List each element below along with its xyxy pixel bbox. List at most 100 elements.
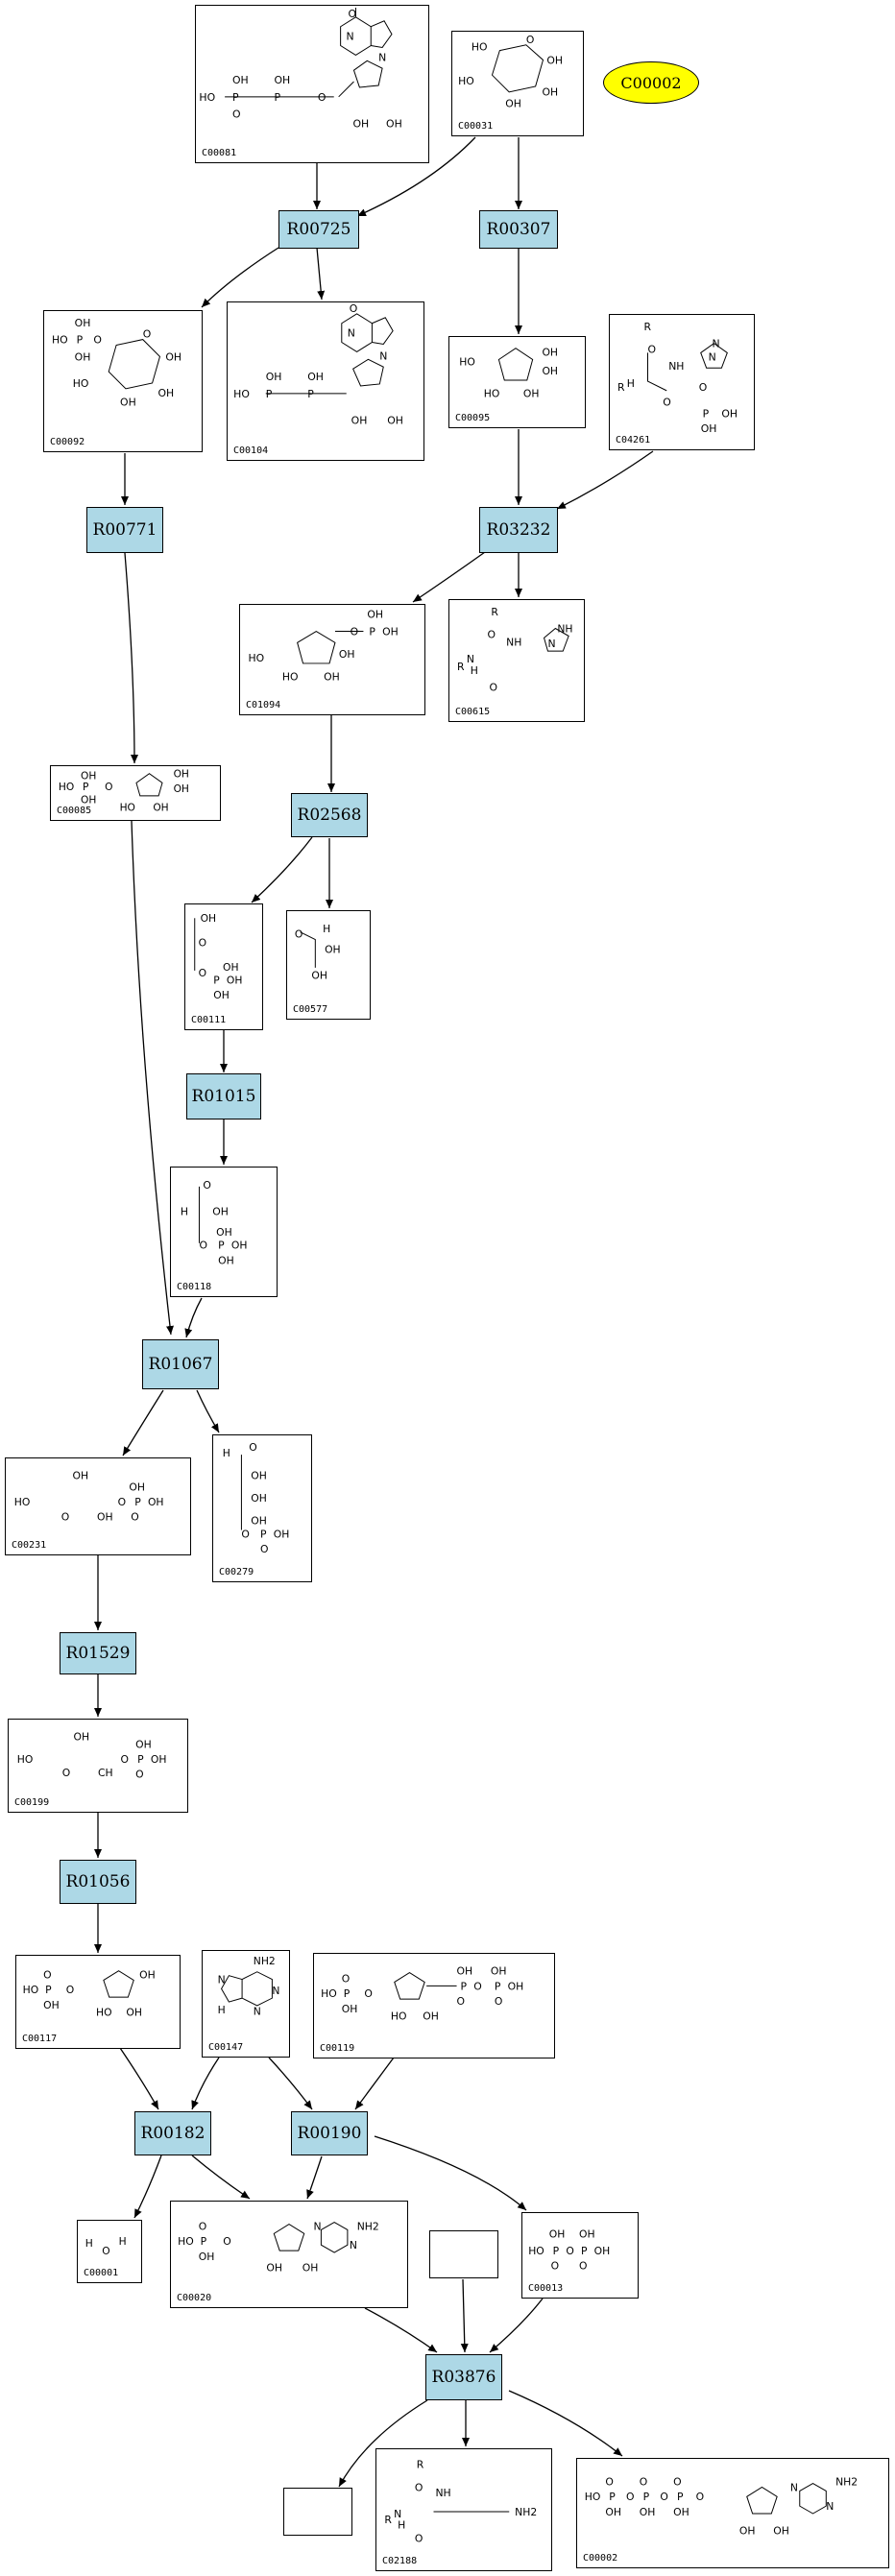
svg-text:O: O: [364, 1987, 373, 2000]
svg-text:H: H: [471, 664, 478, 677]
svg-text:OH: OH: [367, 609, 383, 621]
svg-text:H: H: [627, 377, 635, 390]
reaction-r01529[interactable]: R01529: [60, 1632, 136, 1674]
reaction-r00771[interactable]: R00771: [86, 507, 163, 553]
compound-c01094[interactable]: P OH OH O OH HO HO OH C01094: [239, 604, 425, 715]
reaction-r00725[interactable]: R00725: [278, 210, 359, 249]
svg-text:P: P: [218, 1240, 225, 1252]
compound-c00085[interactable]: HO P OH OH O OH OH HO OH C00085: [50, 765, 221, 821]
compound-c00013[interactable]: HO P OH O P OH OH O O C00013: [521, 2212, 639, 2299]
svg-text:NH2: NH2: [515, 2506, 537, 2518]
svg-text:R: R: [644, 321, 652, 333]
molecule-c00081: N O N HO P OH O P OH O OH OH: [199, 8, 401, 131]
compound-c04261[interactable]: R O NH R H N N O O P OH OH C04261: [609, 314, 755, 450]
compound-c00092[interactable]: HO P OH OH O O OH OH OH HO C00092: [43, 310, 203, 452]
compound-c00020[interactable]: HO P O OH O N NH2 N OH OH C00020: [170, 2201, 408, 2308]
compound-c00031[interactable]: O OH OH OH HO HO C00031: [451, 31, 584, 136]
svg-text:R: R: [491, 606, 498, 618]
compound-c00104[interactable]: O N N HO P OH P OH OH OH C00104: [227, 301, 424, 461]
svg-text:P: P: [45, 1984, 52, 1996]
svg-text:HO: HO: [459, 355, 475, 368]
svg-text:OH: OH: [274, 74, 290, 86]
compound-c00279[interactable]: H O OH OH OH O P OH O C00279: [212, 1434, 312, 1582]
svg-text:OH: OH: [266, 371, 282, 383]
svg-text:O: O: [566, 2245, 573, 2257]
svg-text:OH: OH: [174, 768, 189, 781]
compound-c00199[interactable]: HO O OH CH O P OH OH O C00199: [8, 1719, 188, 1813]
svg-text:O: O: [143, 328, 152, 341]
svg-text:P: P: [274, 91, 280, 104]
svg-text:OH: OH: [43, 1999, 60, 2011]
svg-text:HO: HO: [96, 2007, 112, 2019]
compound-c00147[interactable]: NH2 N N N H C00147: [202, 1950, 290, 2058]
svg-text:HO: HO: [472, 41, 488, 54]
compound-c00095[interactable]: OH OH HO HO OH C00095: [448, 336, 586, 428]
reaction-r01067[interactable]: R01067: [142, 1339, 219, 1389]
reaction-r00190[interactable]: R00190: [291, 2111, 368, 2155]
reaction-r01015[interactable]: R01015: [186, 1073, 261, 1119]
reaction-r03876[interactable]: R03876: [425, 2354, 502, 2400]
compound-c00231[interactable]: HO O OH OH O P OH OH O C00231: [5, 1457, 191, 1555]
compound-c00081[interactable]: N O N HO P OH O P OH O OH OH C00081: [195, 5, 429, 163]
svg-text:R: R: [457, 661, 465, 673]
compound-code: C01094: [246, 700, 281, 710]
svg-text:N: N: [467, 653, 474, 665]
svg-text:OH: OH: [721, 407, 738, 420]
svg-text:OH: OH: [129, 1481, 145, 1493]
reaction-r02568[interactable]: R02568: [291, 793, 368, 837]
svg-text:N: N: [790, 2481, 798, 2493]
svg-text:OH: OH: [218, 1254, 234, 1266]
svg-text:O: O: [351, 625, 359, 638]
svg-text:OH: OH: [549, 2227, 566, 2240]
compound-c00001[interactable]: H O H C00001: [77, 2220, 142, 2283]
svg-text:OH: OH: [382, 625, 399, 638]
compound-c00111[interactable]: OH O OH O P OH OH C00111: [184, 903, 263, 1030]
compound-c00119[interactable]: HO P O OH O P OH O P OH OH O O HO OH C00…: [313, 1953, 555, 2058]
svg-text:P: P: [260, 1528, 267, 1540]
svg-text:H: H: [323, 923, 330, 935]
compound-c00577[interactable]: O H OH OH C00577: [286, 910, 371, 1020]
unlabeled-compound-box-upper[interactable]: [429, 2230, 498, 2278]
reaction-r00307[interactable]: R00307: [479, 210, 558, 249]
svg-text:R: R: [417, 2459, 424, 2471]
compound-c00002[interactable]: HO P O OH O P O OH O P O OH O N NH2 N OH…: [576, 2458, 889, 2568]
svg-text:O: O: [673, 2476, 682, 2489]
svg-text:OH: OH: [491, 1965, 507, 1978]
svg-text:O: O: [526, 34, 535, 46]
reaction-r01056[interactable]: R01056: [60, 1860, 136, 1904]
molecule-c00104: O N N HO P OH P OH OH OH: [233, 302, 403, 426]
svg-text:HO: HO: [59, 781, 74, 793]
svg-text:OH: OH: [81, 770, 96, 782]
svg-text:P: P: [369, 625, 375, 638]
unlabeled-compound-box-lower[interactable]: [283, 2488, 352, 2536]
edge-r00725-c00104: [316, 247, 326, 301]
svg-text:P: P: [581, 2245, 588, 2257]
compound-code: C00001: [84, 2268, 119, 2278]
svg-text:O: O: [43, 1969, 51, 1982]
edge-r00190-c00013: [374, 2135, 527, 2211]
compound-c02188[interactable]: R O NH R N H O NH2 C02188: [375, 2448, 552, 2571]
reaction-r03232[interactable]: R03232: [479, 507, 558, 553]
molecule-c01094: P OH OH O OH HO HO OH: [249, 609, 399, 684]
svg-text:O: O: [260, 1543, 268, 1555]
svg-text:OH: OH: [231, 1240, 248, 1252]
highlight-c00002-ellipse[interactable]: C00002: [603, 61, 699, 104]
svg-text:OH: OH: [457, 1965, 473, 1978]
svg-text:O: O: [295, 928, 302, 941]
svg-text:HO: HO: [484, 388, 500, 400]
svg-text:O: O: [579, 2260, 587, 2273]
svg-text:OH: OH: [505, 98, 521, 110]
compound-c00615[interactable]: R O NH NH N R N H O C00615: [448, 599, 585, 722]
reaction-r00182[interactable]: R00182: [134, 2111, 211, 2155]
svg-text:O: O: [473, 1980, 482, 1992]
svg-text:OH: OH: [387, 414, 403, 426]
svg-text:O: O: [640, 2476, 648, 2489]
svg-text:OH: OH: [342, 2003, 358, 2015]
svg-text:HO: HO: [321, 1987, 337, 2000]
svg-text:H: H: [181, 1205, 188, 1217]
compound-c00118[interactable]: O H OH OH O P OH OH C00118: [170, 1167, 278, 1297]
svg-text:N: N: [347, 31, 354, 43]
compound-c00117[interactable]: HO P O OH O OH HO OH C00117: [15, 1955, 181, 2049]
svg-text:O: O: [342, 1972, 351, 1985]
svg-text:O: O: [61, 1511, 69, 1524]
